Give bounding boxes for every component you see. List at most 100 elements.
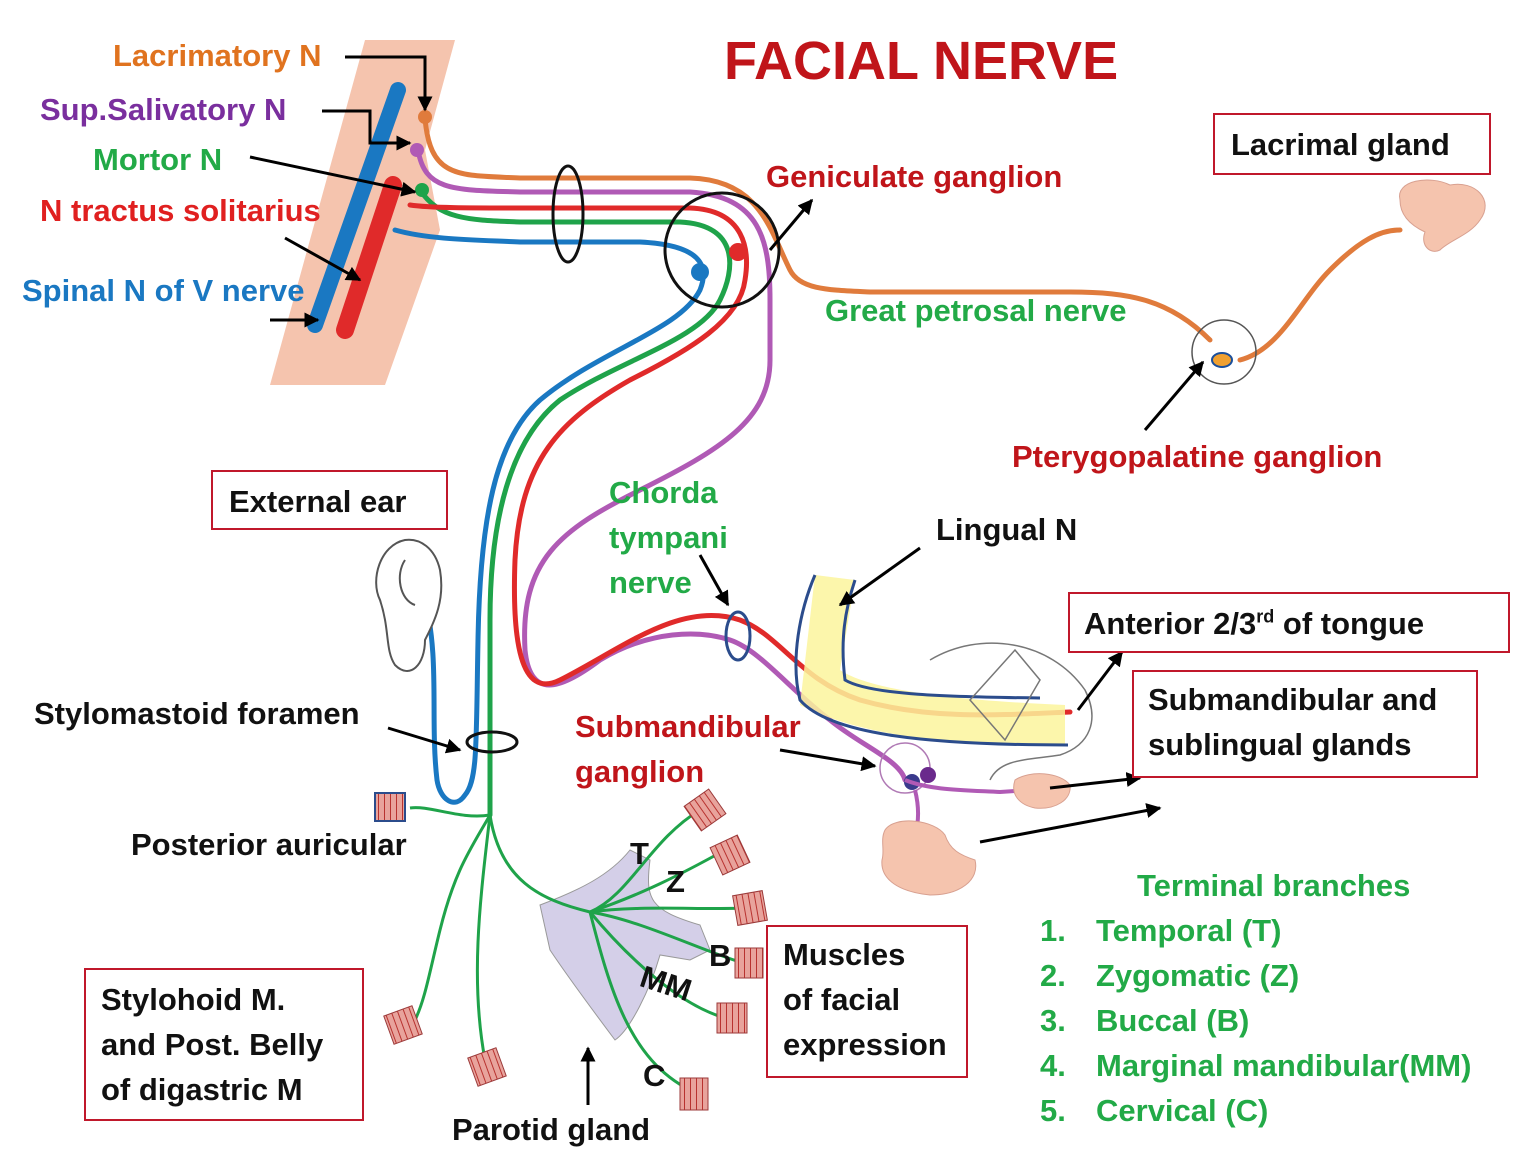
tractus-fiber: [407, 202, 1073, 718]
internal-meatus-ring: [551, 164, 585, 264]
branch-buccal-2: [589, 910, 741, 964]
muscle-temporal: [683, 788, 727, 832]
tongue-text-pre: Anterior 2/3: [1084, 606, 1257, 641]
list-item: 5. Cervical (C): [1040, 1088, 1471, 1133]
pointer-tractus: [284, 236, 362, 282]
label-stylomastoid: Stylomastoid foramen: [34, 696, 360, 731]
tongue-text-post: of tongue: [1274, 606, 1425, 641]
salivatory-nucleus: [410, 143, 424, 157]
pointer-pterygopalatine: [1143, 360, 1205, 431]
box-glands: Submandibular and sublingual glands: [1132, 670, 1478, 778]
pointer-submandibular-gland: [979, 803, 1162, 844]
spinal-fiber: [392, 227, 706, 805]
label-chorda-line-2: tympani: [609, 520, 728, 555]
terminal-heading: Terminal branches: [1137, 868, 1411, 903]
muscle-mm: [716, 1002, 748, 1034]
motor-nucleus: [415, 183, 429, 197]
trunk-mid: [475, 814, 492, 1061]
label-posterior-auricular: Posterior auricular: [131, 827, 407, 862]
muscle-posterior-auricular: [374, 792, 406, 822]
label-chorda-line-3: nerve: [609, 565, 692, 600]
list-item: 4. Marginal mandibular(MM): [1040, 1043, 1471, 1088]
stylohoid-line-2: and Post. Belly: [101, 1026, 324, 1062]
muscle-buccal-1: [732, 890, 768, 926]
label-submandibular-line-1: Submandibular: [575, 709, 801, 744]
muscle-cervical: [679, 1077, 709, 1111]
label-motor: Mortor N: [93, 142, 223, 177]
terminal-list: 1.Temporal (T) 2. Zygomatic (Z) 3.Buccal …: [1040, 908, 1471, 1133]
pointer-lacrimatory: [345, 55, 433, 112]
geniculate-dot-blue: [691, 263, 709, 281]
lacrimatory-nucleus: [418, 110, 432, 124]
tractus-solitarius-column: [336, 176, 402, 339]
label-chorda-line-1: Chorda: [609, 475, 718, 510]
branch-mm: [588, 911, 726, 1020]
pterygopalatine-ring: [1191, 319, 1257, 385]
pointer-sublingual: [1049, 772, 1142, 790]
item-text: Cervical (C): [1096, 1093, 1269, 1128]
box-tongue: Anterior 2/3rd of tongue: [1068, 592, 1510, 653]
list-item: 1.Temporal (T): [1040, 908, 1471, 953]
posterior-auricular-branch: [409, 806, 491, 818]
pointer-salivatory: [322, 109, 412, 151]
list-item: 3.Buccal (B): [1040, 998, 1471, 1043]
motor-fiber: [417, 187, 733, 818]
box-muscles: Muscles of facial expression: [766, 925, 968, 1078]
label-parotid: Parotid gland: [452, 1112, 651, 1147]
label-branch-b: B: [709, 938, 732, 973]
label-sup-salivatory: Sup.Salivatory N: [40, 92, 287, 127]
label-branch-z: Z: [666, 864, 685, 899]
geniculate-ring: [663, 191, 781, 309]
label-branch-t: T: [630, 836, 649, 871]
box-stylohoid: Stylohoid M. and Post. Belly of digastri…: [84, 968, 364, 1121]
muscles-line-3: expression: [783, 1026, 947, 1062]
label-submandibular-line-2: ganglion: [575, 754, 705, 789]
item-num: 2.: [1040, 958, 1066, 993]
lingual-nerve-outline: [794, 574, 1069, 747]
lingual-band: [800, 575, 1065, 745]
trunk-to-parotid: [488, 814, 591, 914]
sublingual-gland-shape: [1013, 773, 1071, 809]
label-lacrimatory: Lacrimatory N: [113, 38, 322, 73]
label-chorda: Chorda tympani nerve: [609, 470, 728, 605]
lacrimal-gland-shape: [1399, 179, 1486, 252]
label-great-petrosal: Great petrosal nerve: [825, 293, 1127, 328]
branch-zygomatic: [589, 848, 726, 914]
pointer-chorda: [698, 554, 730, 607]
label-tractus: N tractus solitarius: [40, 193, 321, 228]
ear-shape: [375, 538, 443, 672]
muscle-stylohyoid: [383, 1005, 423, 1045]
item-text: Zygomatic (Z): [1096, 958, 1300, 993]
label-spinal: Spinal N of V nerve: [22, 273, 305, 308]
terminal-branches-legend: Terminal branches 1.Temporal (T) 2. Zygom…: [1040, 863, 1471, 1133]
muscles-line-1: Muscles: [783, 937, 906, 972]
pointer-lingual: [838, 546, 921, 607]
item-num: 5.: [1040, 1093, 1066, 1128]
glands-line-2: sublingual glands: [1148, 726, 1412, 762]
pointer-submandibular-ganglion: [779, 748, 877, 772]
label-branch-c: C: [643, 1058, 666, 1093]
box-external-ear: External ear: [211, 470, 448, 530]
tongue-outline: [929, 642, 1093, 781]
item-text: Temporal (T): [1096, 913, 1282, 948]
label-geniculate: Geniculate ganglion: [766, 159, 1063, 194]
stylomastoid-ring: [465, 730, 519, 754]
pointer-stylomastoid: [387, 726, 462, 754]
stylohoid-line-3: of digastric M: [101, 1071, 303, 1107]
muscles-line-2: of facial: [783, 981, 901, 1017]
submandibular-gland-shape: [881, 820, 977, 896]
pointer-tongue: [1076, 650, 1124, 711]
item-num: 4.: [1040, 1048, 1066, 1083]
list-item: 2. Zygomatic (Z): [1040, 953, 1471, 998]
spinal-nucleus-column: [307, 82, 406, 333]
pointer-geniculate: [768, 198, 814, 251]
salivatory-fiber: [415, 147, 908, 783]
submandibular-dot-2: [920, 767, 936, 783]
label-lingual: Lingual N: [936, 512, 1078, 547]
label-pterygopalatine: Pterygopalatine ganglion: [1012, 439, 1383, 474]
item-num: 3.: [1040, 1003, 1066, 1038]
lacrimal-fiber: [1237, 227, 1403, 363]
stylohoid-line-1: Stylohoid M.: [101, 982, 286, 1017]
item-text: Marginal mandibular(MM): [1096, 1048, 1472, 1083]
